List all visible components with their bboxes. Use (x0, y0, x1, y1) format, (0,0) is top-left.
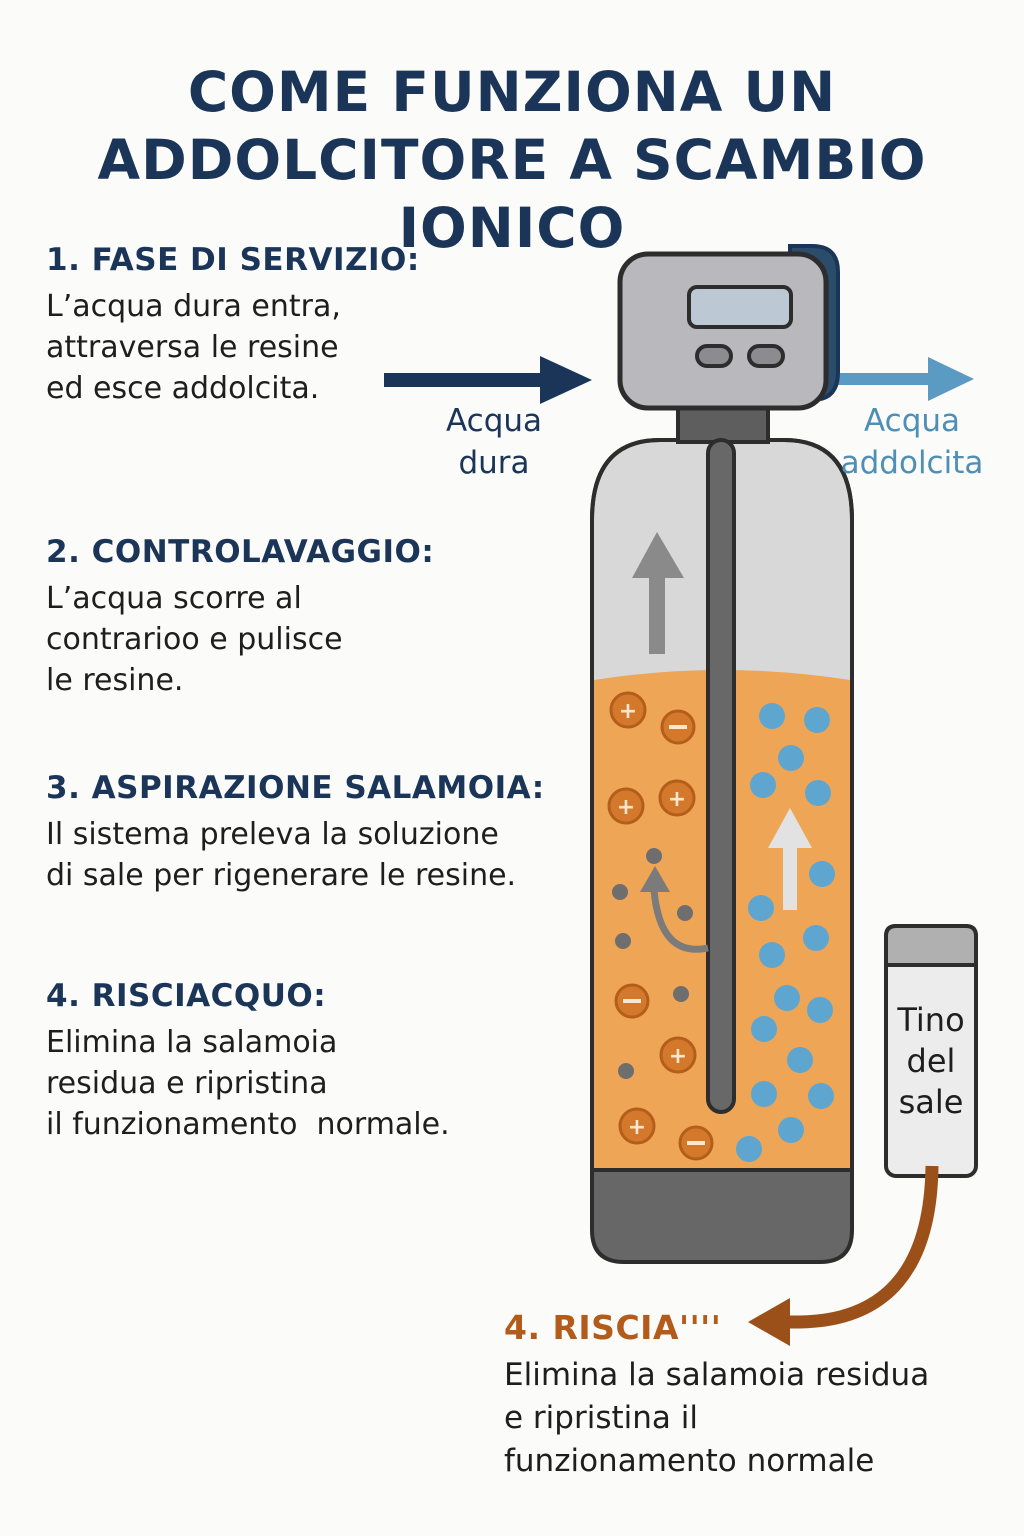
positive-ion-icon: + (607, 787, 645, 825)
step-text: Il sistema preleva la soluzione di sale … (46, 817, 517, 893)
control-display (687, 285, 793, 329)
water-droplets (736, 703, 835, 1162)
positive-ion-icon: + (618, 1107, 656, 1145)
riser-tube (706, 438, 736, 1114)
title-line-2: ADDOLCITORE A SCAMBIO IONICO (97, 128, 927, 260)
step-heading: 3. ASPIRAZIONE SALAMOIA: (46, 770, 545, 806)
hard-water-label: Acqua dura (445, 403, 543, 481)
svg-text:+: + (669, 1044, 687, 1069)
svg-text:+: + (628, 1115, 646, 1140)
hard-water-arrow (384, 356, 592, 404)
salt-tank (884, 924, 978, 1178)
svg-text:+: + (617, 795, 635, 820)
control-button-left (695, 344, 733, 368)
page-title: COME FUNZIONA UN ADDOLCITORE A SCAMBIO I… (0, 58, 1024, 262)
step-text: Elimina la salamoia residua e ripristina… (46, 1025, 450, 1142)
positive-ion-icon: + (658, 779, 696, 817)
step-text: L’acqua scorre al contrarioo e pulisce l… (46, 581, 343, 698)
up-arrow-icon (632, 532, 684, 654)
step-text: L’acqua dura entra, attraversa le resine… (46, 289, 341, 406)
salt-tank-label: Tino del sale (897, 1001, 965, 1121)
bottom-step-text: Elimina la salamoia residua e ripristina… (504, 1357, 930, 1479)
curved-arrow-icon (640, 866, 709, 953)
step-backwash: 2. CONTROLAVAGGIO: L’acqua scorre al con… (46, 532, 586, 701)
negative-ion-icon (678, 1125, 714, 1161)
soft-water-label: Acqua addolcita (840, 403, 984, 481)
negative-ion-icon (614, 983, 650, 1019)
title-line-1: COME FUNZIONA UN (187, 60, 837, 124)
particle-dots (612, 848, 693, 1079)
step-brine-draw: 3. ASPIRAZIONE SALAMOIA: Il sistema prel… (46, 768, 586, 896)
bottom-step-rinse: 4. RISCIA'''' Elimina la salamoia residu… (504, 1306, 1004, 1483)
svg-text:+: + (668, 787, 686, 812)
step-service: 1. FASE DI SERVIZIO: L’acqua dura entra,… (46, 240, 586, 409)
svg-text:+: + (619, 699, 637, 724)
soft-water-arrow (832, 357, 974, 401)
control-button-right (747, 344, 785, 368)
control-head (617, 251, 829, 411)
positive-ion-icon: + (659, 1036, 697, 1074)
brine-line-arrow (748, 1165, 939, 1346)
step-heading: 1. FASE DI SERVIZIO: (46, 242, 420, 278)
step-heading: 4. RISCIACQUO: (46, 978, 327, 1014)
vessel-base (590, 1158, 854, 1264)
step-rinse: 4. RISCIACQUO: Elimina la salamoia resid… (46, 976, 586, 1145)
step-heading: 2. CONTROLAVAGGIO: (46, 534, 435, 570)
positive-ion-icon: + (609, 691, 647, 729)
negative-ion-icon (660, 709, 696, 745)
up-arrow-icon (768, 808, 812, 910)
bottom-step-heading: 4. RISCIA'''' (504, 1308, 722, 1347)
